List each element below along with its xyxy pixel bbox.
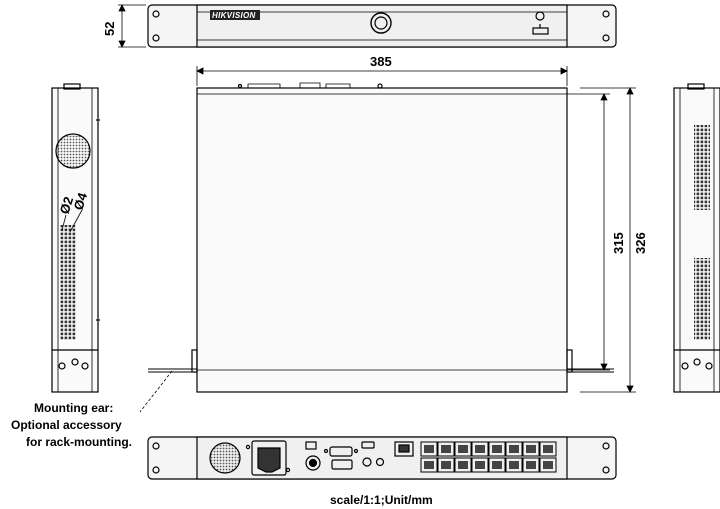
vga-port-icon (329, 446, 353, 457)
mounting-ear-note-line1: Mounting ear: (34, 401, 113, 415)
width-dimension-label: 385 (370, 54, 392, 69)
fan-icon (209, 442, 241, 474)
rj45-port-socket (424, 461, 434, 469)
rj45-port-socket (526, 461, 536, 469)
rj45-port-socket (509, 461, 519, 469)
height-dimension-label: 52 (102, 22, 117, 36)
usb-port-icon (305, 441, 317, 450)
rj45-port-socket (492, 445, 502, 453)
hole-diameter-4-label: Ø4 (71, 190, 91, 212)
rj45-port-icon (488, 441, 506, 457)
top-view (148, 82, 614, 393)
scale-label: scale/1:1;Unit/mm (330, 493, 433, 507)
rj45-port-icon (437, 441, 455, 457)
hole-diameter-2-label: Ø2 (57, 195, 77, 216)
mounting-ear-note-line2: Optional accessory (11, 418, 122, 432)
rj45-port-icon (522, 441, 540, 457)
brand-plate (210, 10, 260, 20)
rj45-port-socket (441, 445, 451, 453)
depth-dimension-326-label: 326 (633, 232, 648, 254)
rj45-port-socket (475, 445, 485, 453)
rj45-port-icon (488, 457, 506, 473)
rj45-port-socket (458, 461, 468, 469)
height-dimension (118, 4, 146, 48)
rj45-port-socket (543, 461, 553, 469)
right-side-view (673, 83, 720, 393)
width-dimension (196, 66, 568, 86)
rj45-port-icon (505, 457, 523, 473)
rj45-port-icon (420, 441, 438, 457)
hole-leaders (61, 209, 83, 233)
rj45-port-icon (454, 457, 472, 473)
left-side-view (51, 83, 100, 393)
rj45-port-icon (522, 457, 540, 473)
rj45-port-icon (539, 457, 557, 473)
rj45-port-socket (458, 445, 468, 453)
rj45-port-icon (505, 441, 523, 457)
mounting-ear-note-line3: for rack-mounting. (26, 435, 132, 449)
rj45-port-icon (471, 457, 489, 473)
depth-dimensions (567, 87, 636, 393)
mounting-ear-leader (139, 370, 173, 413)
lan-port-icon (394, 441, 414, 457)
depth-dimension-315-label: 315 (611, 232, 626, 254)
hdmi-port-icon (331, 459, 353, 470)
rj45-port-socket (492, 461, 502, 469)
power-socket-icon (257, 447, 281, 473)
rj45-port-icon (420, 457, 438, 473)
brand-logo: HIKVISION (212, 11, 256, 20)
power-button (370, 12, 392, 34)
front-view (147, 4, 617, 48)
rj45-port-icon (437, 457, 455, 473)
rj45-port-socket (509, 445, 519, 453)
rj45-port-socket (543, 445, 553, 453)
rj45-port-socket (424, 445, 434, 453)
rj45-port-icon (454, 441, 472, 457)
rj45-port-socket (526, 445, 536, 453)
rj45-port-icon (539, 441, 557, 457)
rj45-port-socket (475, 461, 485, 469)
rj45-port-icon (471, 441, 489, 457)
poe-port-group (420, 441, 557, 473)
rj45-port-socket (441, 461, 451, 469)
